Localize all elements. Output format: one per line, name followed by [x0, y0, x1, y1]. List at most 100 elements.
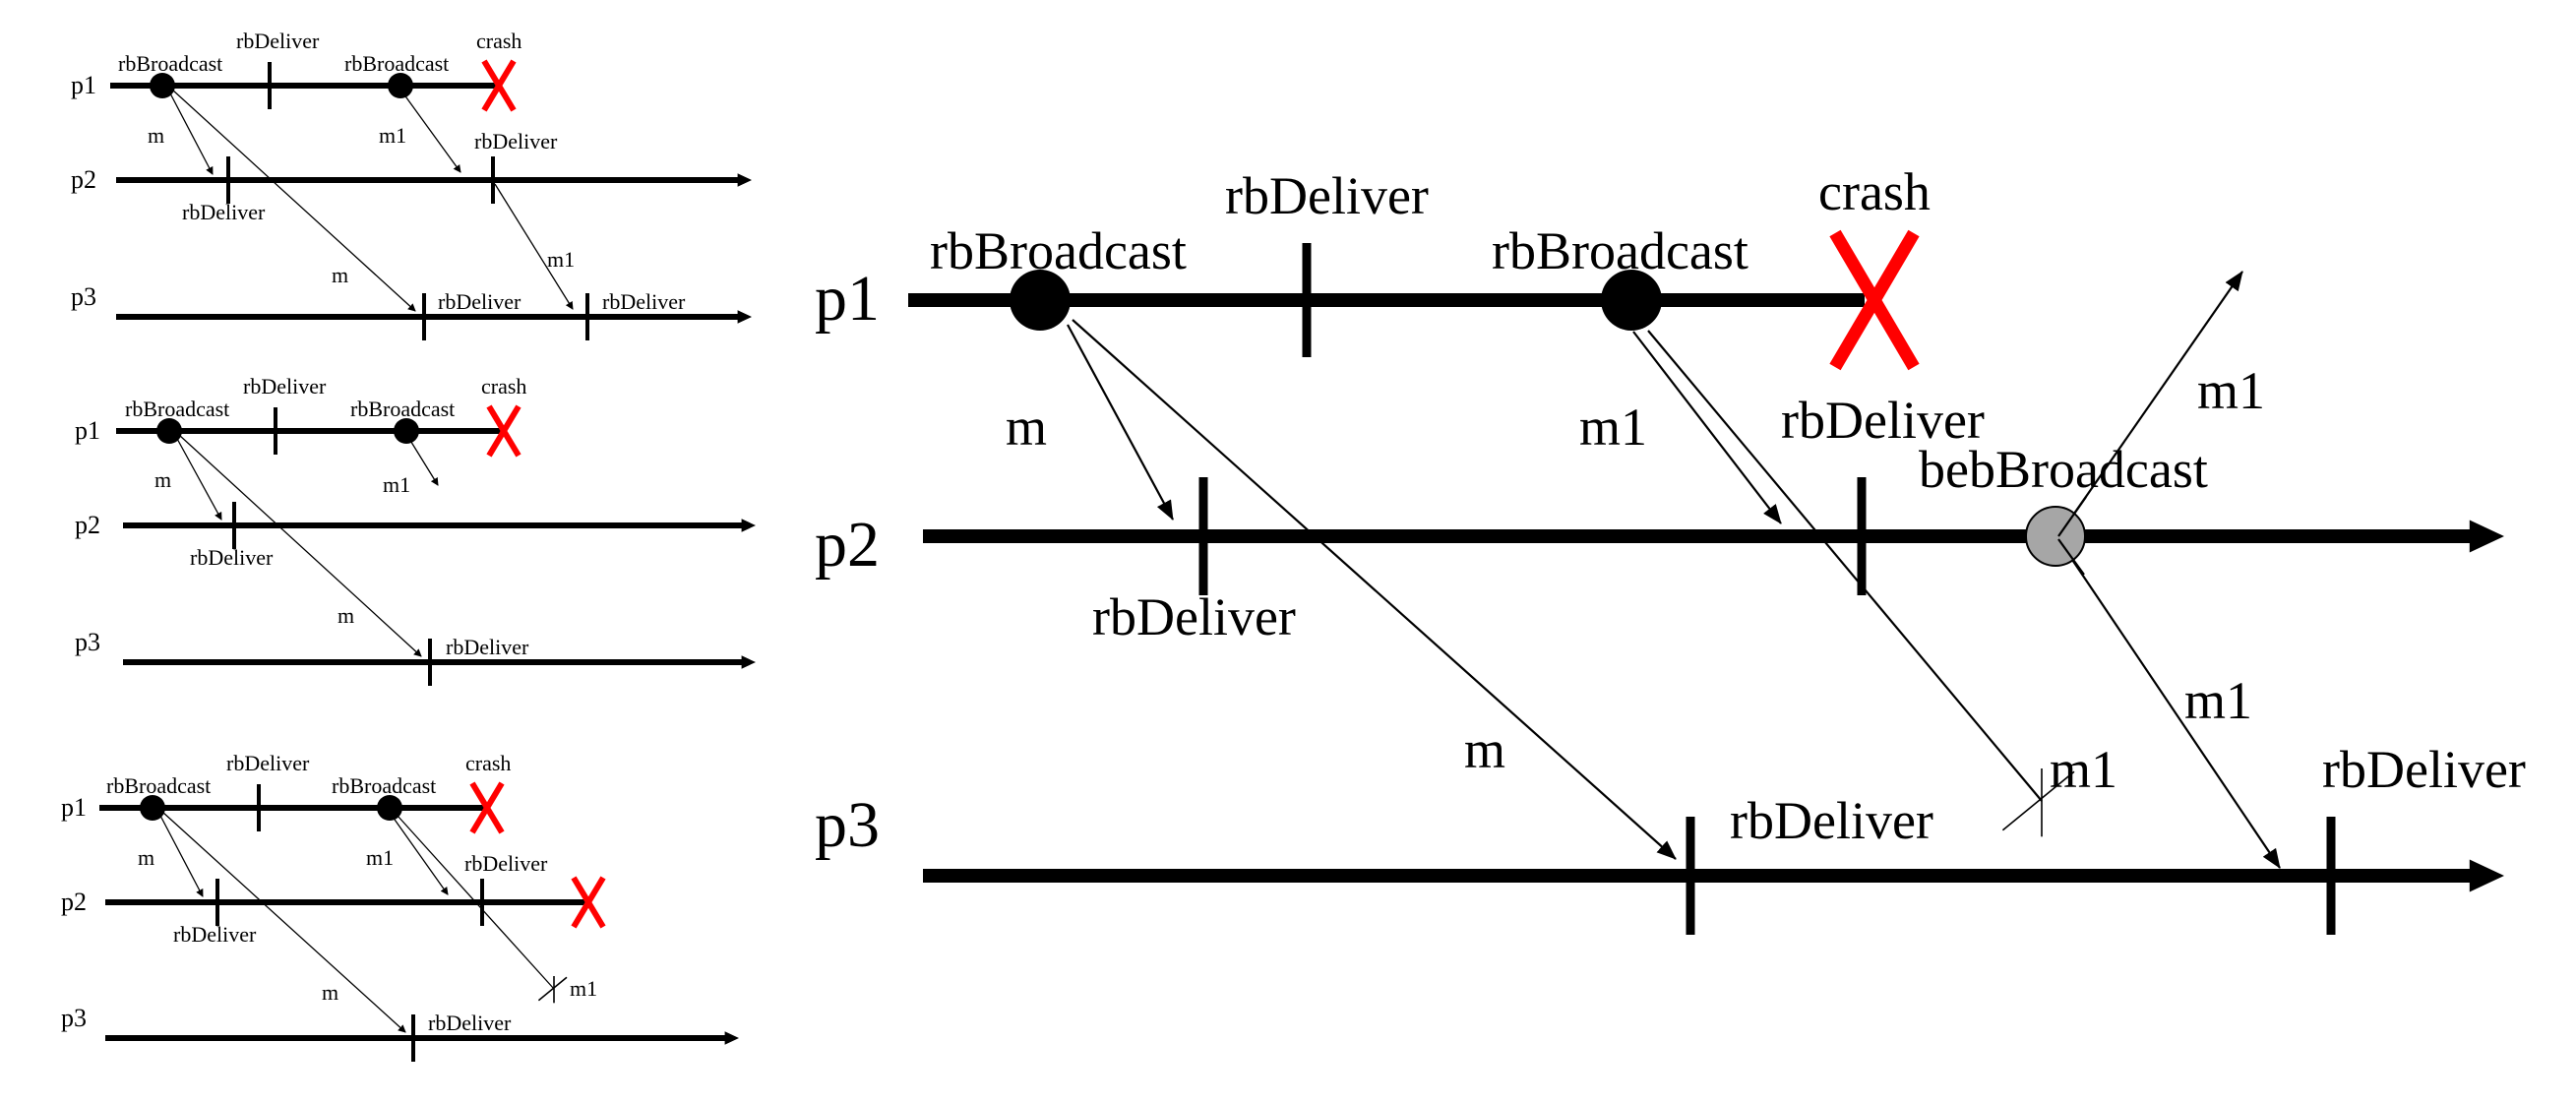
timeline-p3 — [116, 310, 752, 324]
timeline-p2 — [923, 520, 2504, 553]
event-label-rbdeliver: rbDeliver — [173, 922, 257, 947]
event-label-rbdeliver: rbDeliver — [464, 851, 548, 876]
message-arrow-m1 — [392, 816, 449, 895]
event-label-rbbroadcast: rbBroadcast — [344, 51, 449, 76]
message-arrow-m — [158, 813, 204, 897]
message-arrow-m1 — [1632, 331, 1782, 524]
lost-slash — [2001, 770, 2075, 831]
crash-stroke — [486, 404, 521, 458]
message-arrow-m — [1067, 324, 1174, 521]
event-label-rbdeliver: rbDeliver — [1225, 166, 1429, 225]
process-label-p1: p1 — [71, 71, 96, 99]
message-arrow-m — [175, 436, 222, 521]
process-label-p3: p3 — [71, 282, 96, 311]
event-label-rbbroadcast: rbBroadcast — [332, 773, 436, 798]
message-arrow-m — [1072, 319, 1677, 860]
lost-message-icon — [537, 976, 568, 1004]
event-label-rbdeliver: rbDeliver — [1092, 587, 1296, 646]
message-arrow-m1 — [494, 183, 574, 310]
timeline-arrowhead-icon — [2469, 520, 2504, 553]
event-label-rbdeliver: rbDeliver — [1730, 791, 1933, 850]
message-label-m1: m1 — [383, 472, 410, 497]
crash-icon — [571, 876, 606, 929]
event-label-crash: crash — [465, 751, 511, 775]
message-label-m: m — [154, 467, 171, 492]
message-label-m: m — [322, 980, 338, 1005]
message-arrow-m — [171, 89, 416, 312]
event-label-rbdeliver: rbDeliver — [243, 374, 327, 399]
message-label-m: m — [1006, 398, 1047, 457]
message-arrow-m1-to-p3 — [2057, 538, 2281, 869]
message-line-m1-lost — [397, 815, 555, 990]
process-label-p1: p1 — [75, 416, 100, 445]
timeline-p3 — [105, 1031, 739, 1045]
event-label-rbbroadcast: rbBroadcast — [125, 397, 229, 421]
broadcast-dot — [377, 795, 402, 821]
message-line-m1-lost — [1647, 330, 2043, 802]
event-label-rbbroadcast: rbBroadcast — [930, 221, 1187, 280]
message-label-m1: m1 — [2050, 740, 2117, 799]
message-arrow-m1 — [402, 92, 461, 173]
timeline-p2 — [123, 519, 756, 532]
event-label-rbdeliver: rbDeliver — [190, 545, 274, 570]
event-label-rbbroadcast: rbBroadcast — [1492, 221, 1748, 280]
lost-slash — [537, 976, 568, 1002]
event-label-rbdeliver: rbDeliver — [438, 289, 521, 314]
event-label-rbdeliver: rbDeliver — [602, 289, 686, 314]
event-label-crash: crash — [481, 374, 526, 399]
message-label-m1: m1 — [379, 123, 406, 148]
message-arrow-m — [161, 811, 406, 1033]
process-label-p2: p2 — [75, 511, 100, 539]
message-label-m1: m1 — [366, 845, 394, 870]
message-label-m: m — [148, 123, 164, 148]
timeline-arrowhead-icon — [741, 519, 756, 532]
broadcast-dot — [388, 73, 413, 98]
process-label-p3: p3 — [75, 628, 100, 656]
message-label-m1: m1 — [547, 247, 575, 272]
message-label-m1: m1 — [1579, 398, 1647, 457]
message-label-m: m — [1464, 720, 1505, 779]
crash-stroke — [1829, 229, 1920, 371]
timeline-p2 — [116, 173, 752, 187]
process-label-p2: p2 — [71, 165, 96, 194]
beb-inner-stroke — [2057, 496, 2087, 537]
diagram-small-3: p1p2p3rbBroadcastrbDeliverrbBroadcastcra… — [61, 751, 739, 1062]
message-label-m: m — [337, 603, 354, 628]
event-label-rbdeliver: rbDeliver — [2322, 740, 2526, 799]
process-label-p3: p3 — [815, 789, 880, 861]
diagram-large: p1p2p3rbBroadcastrbDeliverrbBroadcastcra… — [815, 162, 2526, 935]
message-label-m1: m1 — [2197, 361, 2265, 420]
timeline-p3 — [923, 859, 2504, 892]
event-label-rbbroadcast: rbBroadcast — [118, 51, 222, 76]
event-label-rbbroadcast: rbBroadcast — [350, 397, 455, 421]
diagram-small-1: p1 p2 p3 rbBroadcast rbDeliver rbBroadcast cra… — [71, 29, 752, 340]
beb-inner-stroke — [2057, 538, 2085, 576]
broadcast-dot — [150, 73, 175, 98]
process-label-p1: p1 — [815, 263, 880, 335]
process-label-p2: p2 — [815, 509, 880, 581]
crash-icon — [481, 59, 517, 112]
message-label-m1: m1 — [570, 976, 597, 1001]
event-label-crash: crash — [476, 29, 521, 53]
process-label-p2: p2 — [61, 888, 87, 916]
crash-icon — [486, 404, 521, 458]
crash-stroke — [571, 876, 606, 929]
event-label-rbdeliver: rbDeliver — [1781, 391, 1985, 450]
process-label-p3: p3 — [61, 1004, 87, 1032]
broadcast-dot — [156, 418, 182, 444]
crash-icon — [469, 781, 505, 834]
timeline-arrowhead-icon — [737, 173, 752, 187]
crash-icon — [1829, 229, 1920, 371]
message-arrow-m1 — [408, 438, 439, 486]
event-label-rbdeliver: rbDeliver — [474, 129, 558, 153]
broadcast-dot — [394, 418, 419, 444]
event-label-rbdeliver: rbDeliver — [226, 751, 310, 775]
timeline-arrowhead-icon — [2469, 859, 2504, 892]
event-label-rbdeliver: rbDeliver — [446, 635, 529, 659]
event-label-rbdeliver: rbDeliver — [236, 29, 320, 53]
timeline-arrowhead-icon — [724, 1031, 739, 1045]
broadcast-dot — [140, 795, 165, 821]
event-label-bebbroadcast: bebBroadcast — [1919, 440, 2208, 499]
crash-stroke — [481, 59, 517, 112]
